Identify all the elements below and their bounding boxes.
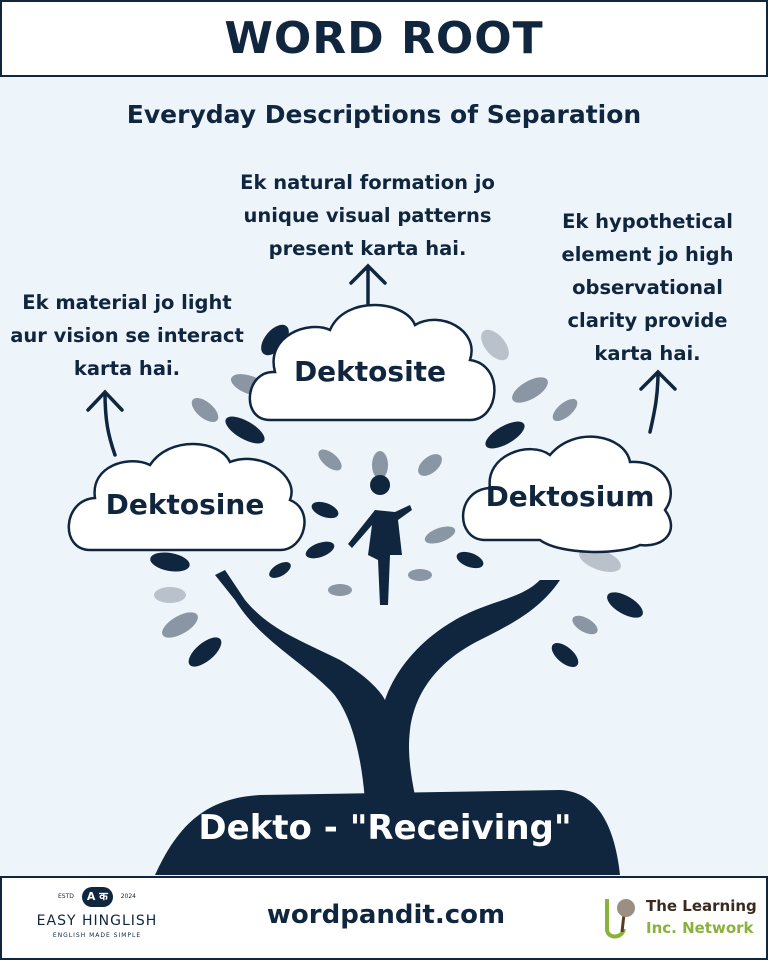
learning-line2: Inc. Network (646, 919, 754, 937)
site-link[interactable]: wordpandit.com (266, 900, 506, 930)
learning-network-logo: The Learning Inc. Network (602, 894, 762, 944)
arrows (86, 263, 677, 457)
estd-label: ESTD (58, 893, 74, 900)
tree-logo-icon (605, 899, 635, 939)
definition-dektosite: Ek natural formation jo unique visual pa… (240, 171, 495, 260)
easy-hinglish-tagline: ENGLISH MADE SIMPLE (52, 932, 142, 939)
word-dektosium: Dektosium (485, 480, 655, 513)
easy-hinglish-top-row: ESTD A क 2024 (58, 886, 136, 908)
easy-hinglish-name: EASY HINGLISH (36, 913, 158, 929)
root-label: Dekto - "Receiving" (198, 808, 572, 848)
word-dektosite: Dektosite (293, 355, 447, 388)
subtitle: Everyday Descriptions of Separation (126, 100, 642, 129)
header: WORD ROOT (0, 0, 768, 77)
definition-dektosium: Ek hypothetical element jo high observat… (561, 210, 734, 365)
easy-hinglish-logo: ESTD A क 2024 EASY HINGLISH ENGLISH MADE… (22, 886, 172, 940)
word-dektosine: Dektosine (105, 488, 265, 521)
footer: ESTD A क 2024 EASY HINGLISH ENGLISH MADE… (0, 876, 768, 960)
ground (155, 790, 620, 875)
clouds (67, 303, 673, 554)
definition-dektosine: Ek material jo light aur vision se inter… (10, 291, 244, 380)
tree-trunk (215, 570, 560, 870)
speech-bubble-icon: A क (81, 887, 113, 907)
learning-line1: The Learning (646, 897, 757, 915)
page-title: WORD ROOT (224, 13, 544, 64)
child-silhouette (348, 475, 412, 605)
estd-year: 2024 (120, 893, 136, 900)
